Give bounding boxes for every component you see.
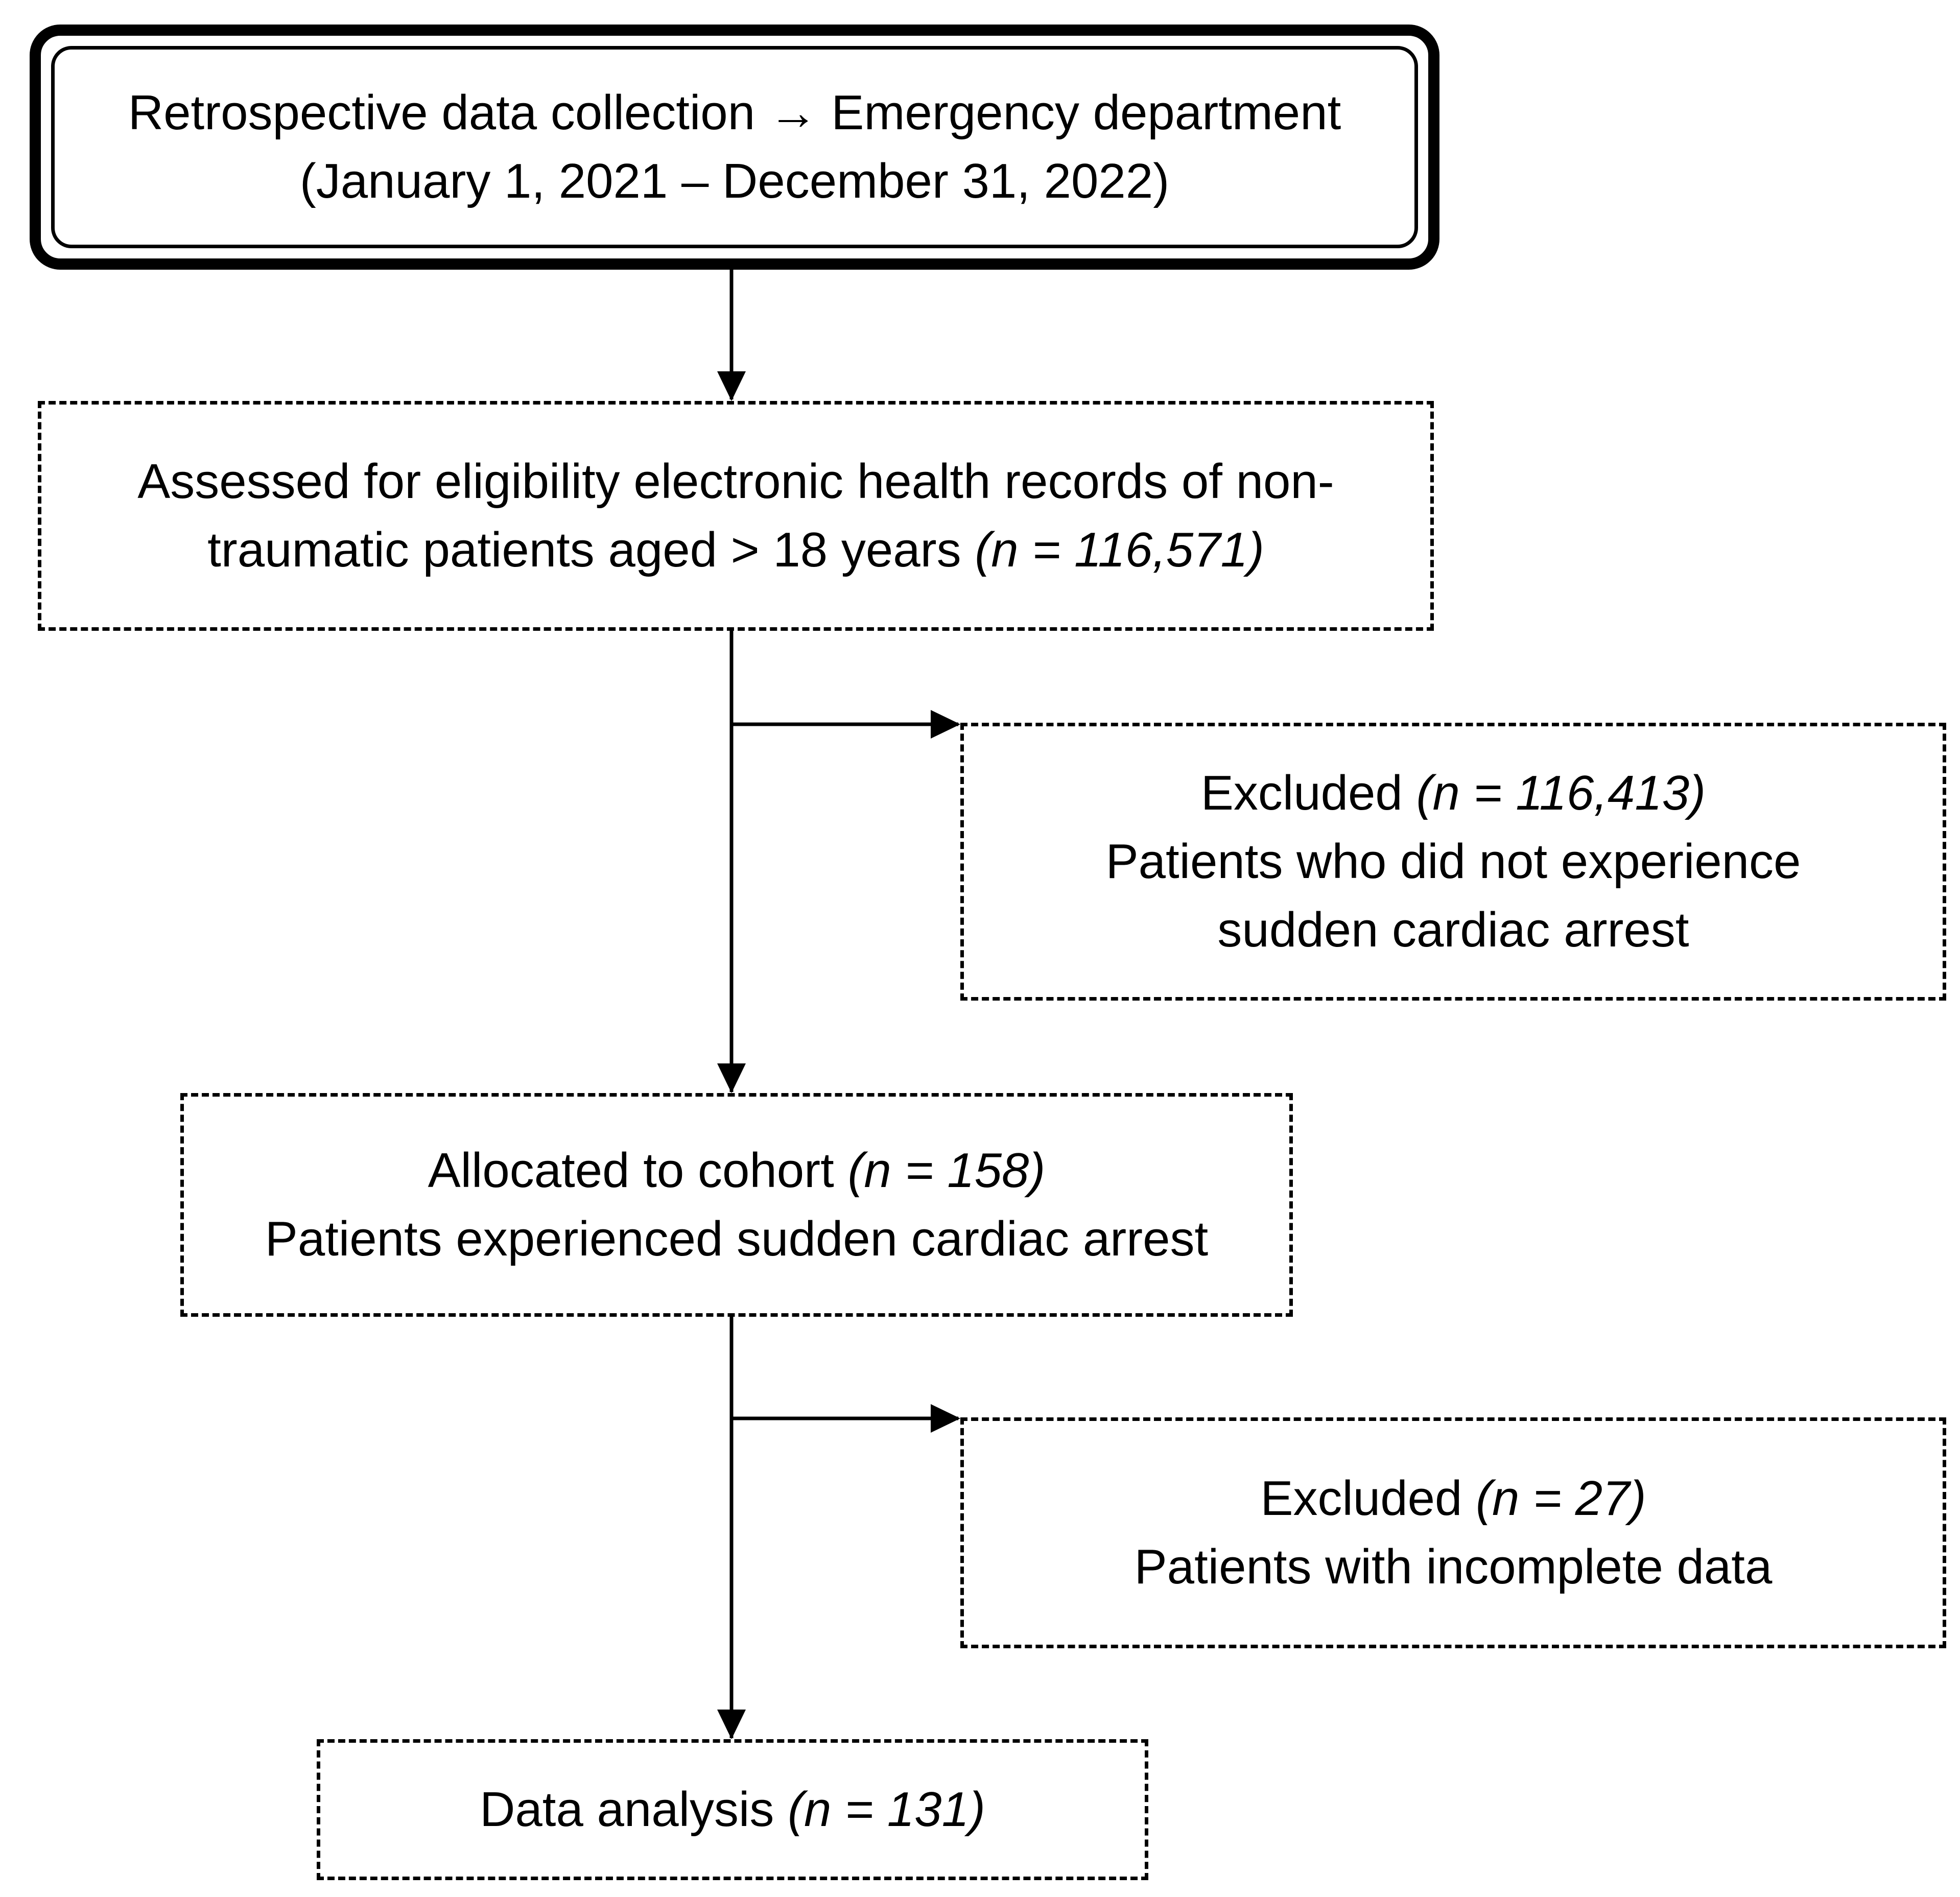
data-collection-line-1: Retrospective data collection → Emergenc… — [128, 85, 1341, 140]
arrowhead-cohort-to-analysis — [717, 1710, 746, 1739]
assessed-count: (n = 116,571) — [975, 523, 1264, 577]
assessed-line-1: Assessed for eligibility electronic heal… — [137, 454, 1334, 509]
arrowhead-start-to-assessed — [717, 371, 746, 401]
analysis-count: (n = 131) — [788, 1782, 985, 1837]
excluded-2-count: (n = 27) — [1476, 1471, 1646, 1526]
cohort-line-2: Patients experienced sudden cardiac arre… — [265, 1212, 1209, 1266]
box-data-analysis: Data analysis (n = 131) — [317, 1739, 1148, 1880]
analysis-line-1: Data analysis (n = 131) — [480, 1775, 985, 1844]
box-data-collection: Retrospective data collection → Emergenc… — [30, 25, 1439, 270]
assessed-text: traumatic patients aged > 18 years — [207, 523, 975, 577]
box-excluded-incomplete: Excluded (n = 27) Patients with incomple… — [960, 1417, 1946, 1648]
excluded-1-label: Excluded — [1200, 766, 1416, 820]
excluded-2-label: Excluded — [1260, 1471, 1476, 1526]
cohort-label: Allocated to cohort — [428, 1143, 848, 1198]
excluded-1-line-1: Excluded (n = 116,413) — [1201, 759, 1706, 827]
assessed-line-2: traumatic patients aged > 18 years (n = … — [207, 516, 1264, 584]
excluded-2-line-1: Excluded (n = 27) — [1260, 1464, 1646, 1533]
analysis-label: Data analysis — [480, 1782, 788, 1837]
excluded-1-line-3: sudden cardiac arrest — [1217, 903, 1689, 957]
excluded-1-count: (n = 116,413) — [1416, 766, 1706, 820]
box-allocated-cohort: Allocated to cohort (n = 158) Patients e… — [180, 1093, 1293, 1317]
cohort-count: (n = 158) — [847, 1143, 1046, 1198]
excluded-2-line-2: Patients with incomplete data — [1134, 1539, 1773, 1594]
data-collection-line-2: (January 1, 2021 – December 31, 2022) — [299, 154, 1170, 208]
arrowhead-excluded-1 — [931, 710, 960, 739]
box-assessed-eligibility: Assessed for eligibility electronic heal… — [38, 401, 1434, 631]
cohort-line-1: Allocated to cohort (n = 158) — [428, 1136, 1046, 1205]
arrowhead-excluded-2 — [931, 1404, 960, 1433]
excluded-1-line-2: Patients who did not experience — [1105, 834, 1801, 889]
box-excluded-no-arrest: Excluded (n = 116,413) Patients who did … — [960, 723, 1946, 1001]
arrowhead-assessed-to-cohort — [717, 1063, 746, 1093]
